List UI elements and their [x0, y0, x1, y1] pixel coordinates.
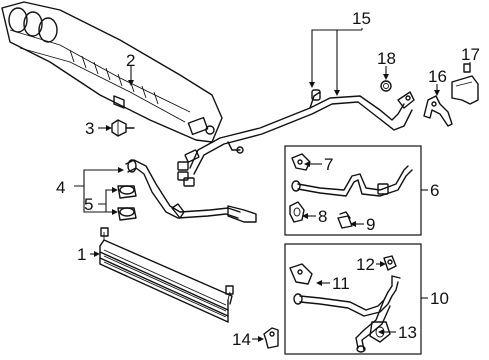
oil-cooler-1 — [99, 227, 234, 323]
callout-11: 11 — [332, 274, 350, 293]
bracket-11 — [289, 263, 313, 285]
callout-16: 16 — [428, 67, 447, 86]
leader-lines — [74, 28, 471, 342]
callout-4: 4 — [56, 178, 65, 197]
bracket-7 — [291, 153, 311, 171]
clip-9 — [337, 211, 353, 229]
callout-8: 8 — [318, 207, 327, 226]
line-fittings — [177, 149, 200, 187]
callout-1: 1 — [77, 245, 86, 264]
callout-12: 12 — [356, 255, 375, 274]
bracket-17 — [451, 63, 479, 105]
clip-12 — [383, 255, 397, 271]
callout-17: 17 — [461, 45, 480, 64]
o-ring-18 — [380, 80, 392, 92]
callout-5: 5 — [84, 195, 93, 214]
detail-box-10 — [284, 243, 422, 355]
callout-3: 3 — [85, 119, 94, 138]
callout-6: 6 — [430, 181, 439, 200]
callout-10: 10 — [430, 289, 449, 308]
callout-15: 15 — [352, 9, 371, 28]
bolt-3 — [111, 119, 135, 137]
clamps-5 — [117, 185, 137, 221]
callout-labels: 2 3 4 5 1 14 15 18 16 17 7 6 8 9 12 11 1… — [56, 9, 480, 349]
tube-6 — [291, 165, 413, 197]
cooler-lines-15 — [189, 89, 415, 175]
callout-9: 9 — [366, 215, 375, 234]
clip-8 — [289, 201, 305, 223]
bracket-16 — [423, 95, 453, 127]
callout-13: 13 — [398, 323, 417, 342]
callout-18: 18 — [377, 49, 396, 68]
callout-2: 2 — [126, 51, 135, 70]
hose-assembly-4 — [125, 159, 257, 223]
bracket-14 — [263, 327, 279, 349]
support-bracket — [1, 1, 223, 143]
callout-14: 14 — [232, 330, 251, 349]
callout-7: 7 — [324, 155, 333, 174]
